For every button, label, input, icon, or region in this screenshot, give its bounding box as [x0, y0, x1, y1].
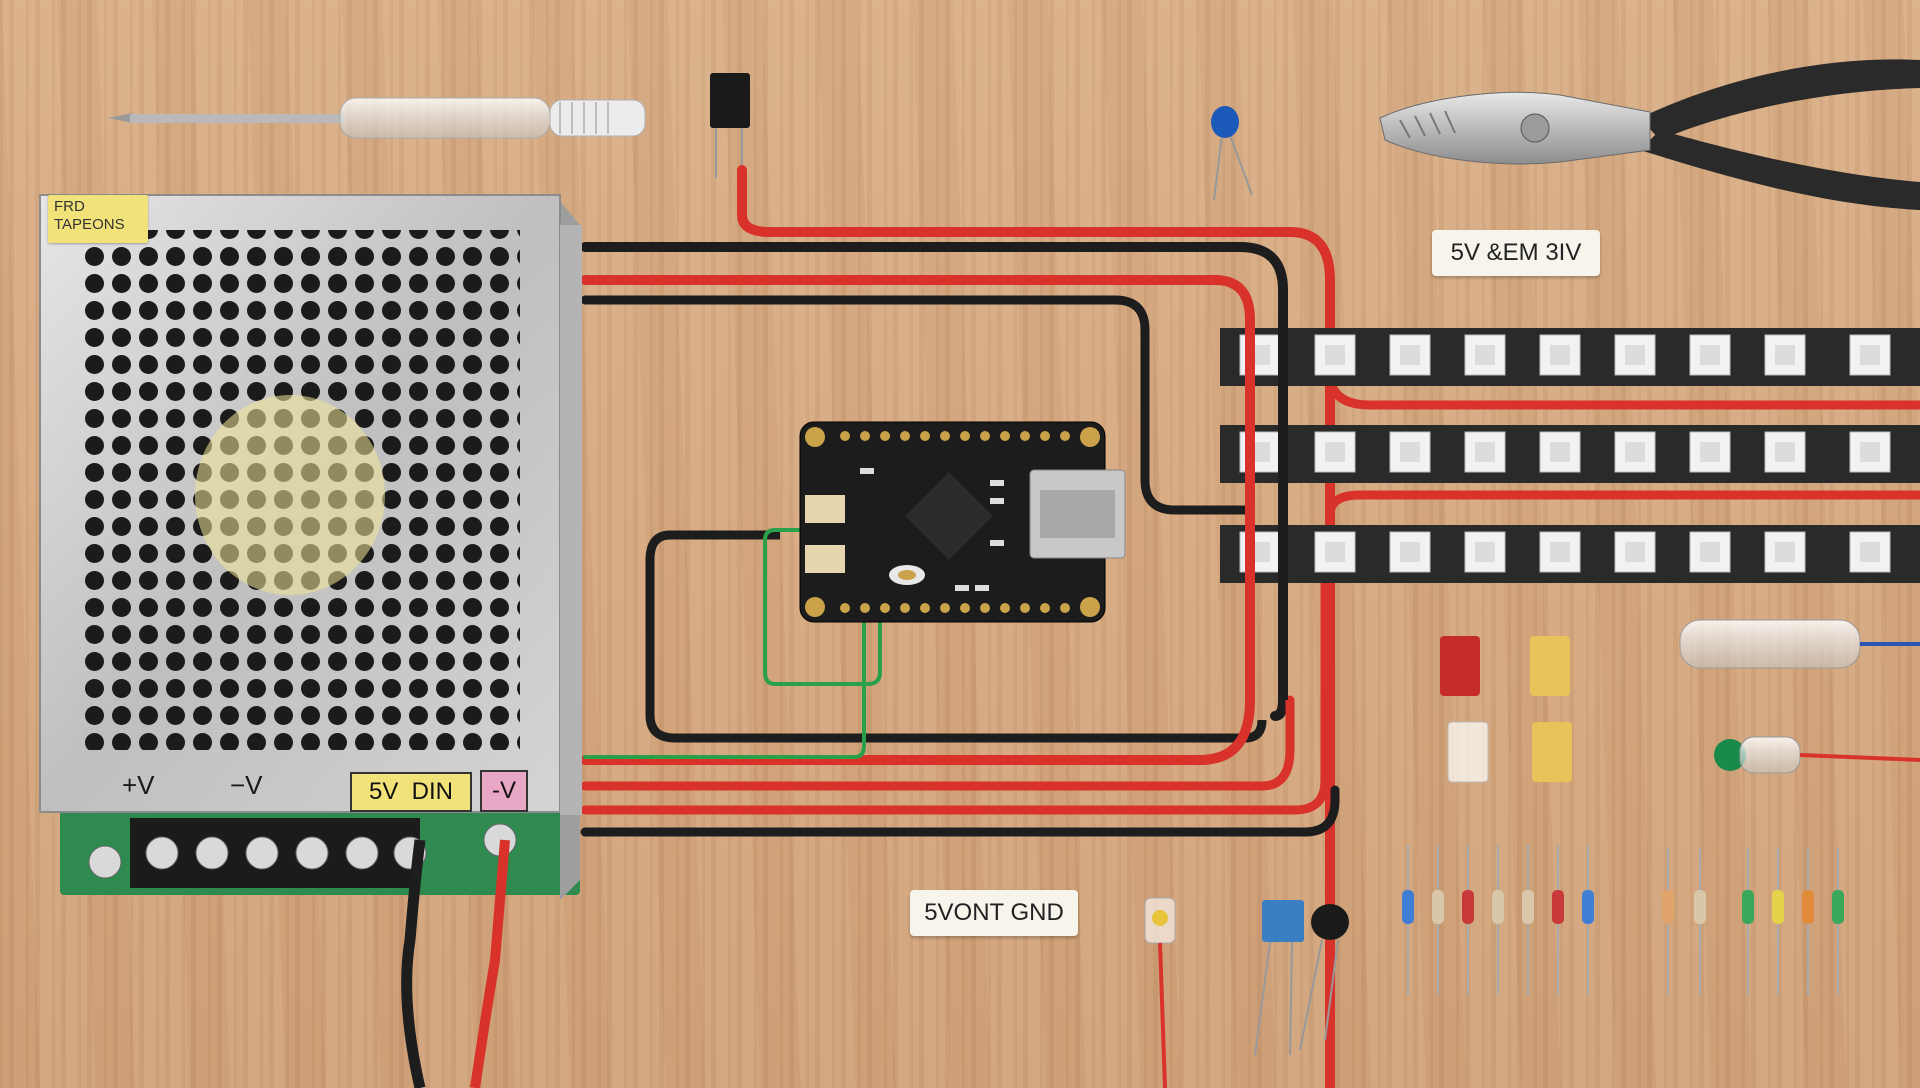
capacitor-icon [1211, 106, 1253, 201]
psu-sticker-line2: TAPEONS [54, 216, 125, 233]
psu-plus-v-label: +V [122, 770, 155, 800]
led-strip-icon [1220, 328, 1920, 583]
strip-voltage-label: 5V &EM 3IV [1432, 230, 1600, 276]
transistor-icon [710, 73, 750, 178]
psu-black-output-wire [401, 839, 426, 1088]
psu-sticker-line1: FRD [54, 198, 85, 215]
pliers-icon [1379, 59, 1920, 210]
psu-green-wire [583, 608, 866, 759]
psu-black-wire-2 [580, 295, 1255, 515]
psu-sticker: FRD TAPEONS [48, 195, 148, 243]
psu-neg-v-label: -V [480, 770, 528, 812]
capacitor-icon [1254, 900, 1349, 1056]
resistor-bodies [1402, 890, 1844, 924]
green-loop-wire [763, 528, 890, 686]
screwdriver-icon [108, 97, 646, 139]
psu-black-wire-1 [580, 242, 1288, 721]
led-component-icon [1144, 897, 1176, 1088]
microcontroller-board-icon [799, 421, 1126, 623]
psu-red-wire-3 [580, 555, 1330, 815]
psu-black-wire-3 [580, 785, 1340, 837]
psu-red-wire-2 [580, 695, 1295, 791]
power-supply-icon [39, 194, 582, 900]
fuse-holder-icon [1679, 619, 1920, 774]
psu-minus-v-label: −V [230, 770, 263, 800]
red-wire-top [737, 165, 1335, 1088]
ground-label: 5VONT GND [910, 890, 1078, 936]
fuse-icon [1440, 636, 1572, 783]
strip-red-wire-lower [1325, 490, 1920, 565]
black-loop-wire [645, 530, 1267, 743]
psu-5v-din-label: 5V DIN [350, 772, 472, 812]
psu-red-output-wire [470, 839, 510, 1088]
